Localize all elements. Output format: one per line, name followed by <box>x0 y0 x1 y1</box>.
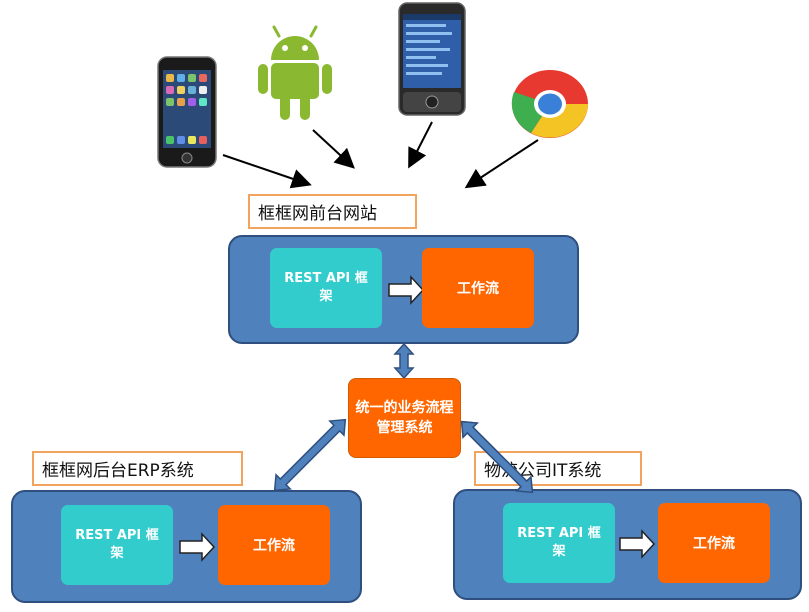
double-arrow-hub-erp <box>273 418 347 492</box>
front-site-api-box: REST API 框架 <box>270 248 382 328</box>
logistics-caption: 物流公司IT系统 <box>474 451 642 486</box>
iphone-icon <box>157 56 217 168</box>
business-process-hub: 统一的业务流程管理系统 <box>348 378 461 458</box>
erp-caption: 框框网后台ERP系统 <box>32 451 243 486</box>
windows-mobile-phone-icon <box>398 2 466 117</box>
logistics-flow-arrow <box>619 529 656 559</box>
android-robot-icon <box>255 20 335 122</box>
front-site-flow-arrow <box>388 275 425 305</box>
front-site-workflow-box: 工作流 <box>422 248 534 328</box>
erp-panel: REST API 框架 工作流 <box>11 490 362 603</box>
logistics-api-box: REST API 框架 <box>503 503 615 583</box>
logistics-panel: REST API 框架 工作流 <box>453 489 802 600</box>
arrow-winphone-to-front <box>408 121 433 169</box>
front-site-panel: REST API 框架 工作流 <box>228 235 579 344</box>
arrow-android-to-front <box>312 129 355 169</box>
arrow-chrome-to-front <box>464 139 539 189</box>
chrome-browser-icon <box>510 68 590 140</box>
double-arrow-front-hub <box>393 342 415 380</box>
erp-flow-arrow <box>179 532 216 562</box>
logistics-workflow-box: 工作流 <box>658 503 770 583</box>
arrow-iphone-to-front <box>222 154 312 189</box>
erp-api-box: REST API 框架 <box>61 505 173 585</box>
front-site-caption: 框框网前台网站 <box>248 194 417 229</box>
erp-workflow-box: 工作流 <box>218 505 330 585</box>
